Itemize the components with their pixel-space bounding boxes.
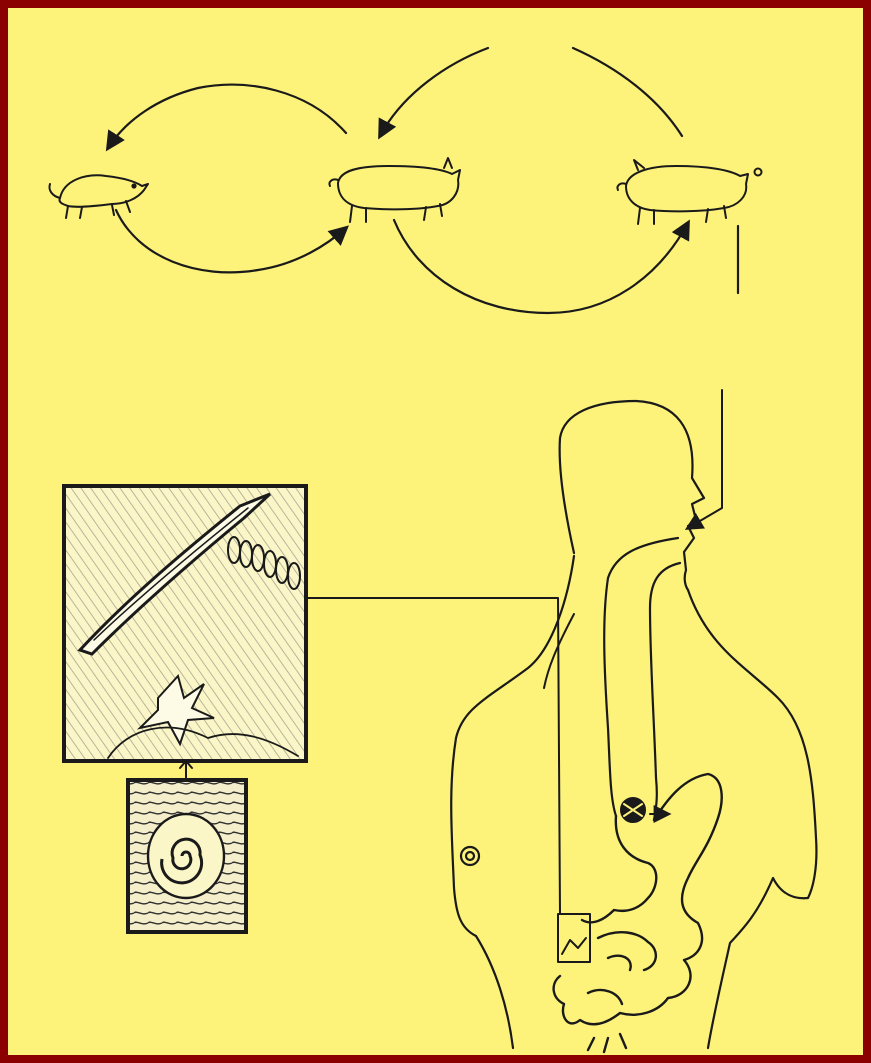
diagram-frame [8,8,863,1055]
inset-connector [180,761,192,780]
transmission-arrows [108,48,738,313]
muscle-larva-detail [64,486,306,761]
pig-icon [329,158,460,222]
connector-lines [308,598,574,914]
rat-icon [49,175,148,218]
encysted-larva-detail [128,780,246,932]
pig-icon [617,160,761,224]
esophagus-icon [604,538,680,820]
human-body-icon [451,401,816,1048]
life-cycle-diagram [8,8,863,1055]
